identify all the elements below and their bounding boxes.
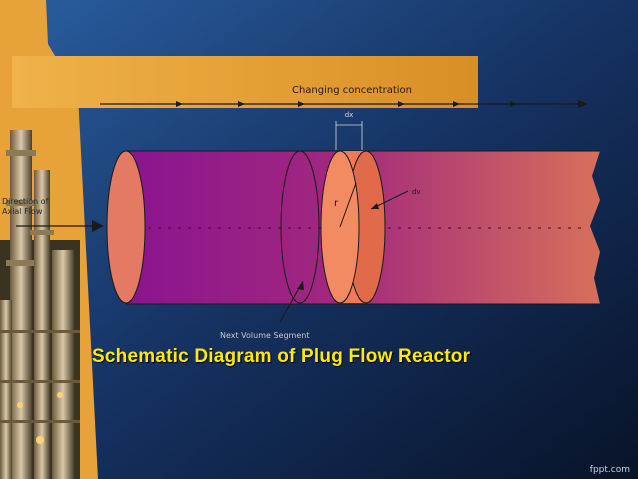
tick-arrow	[298, 101, 305, 107]
tick-arrow	[510, 101, 517, 107]
refinery-image	[0, 130, 80, 479]
flow-arrowhead	[92, 220, 104, 232]
changing-concentration-label: Changing concentration	[292, 85, 412, 96]
tick-arrow	[453, 101, 460, 107]
tick-arrow	[398, 101, 405, 107]
dv-pointer-head	[371, 203, 379, 209]
concentration-arrowhead	[578, 100, 588, 108]
next-volume-segment	[280, 150, 320, 304]
dx-label: dx	[345, 111, 354, 119]
flow-label-line1: Direction of	[2, 197, 49, 206]
radius-label: r	[334, 198, 339, 209]
dv-label: dv	[412, 188, 421, 196]
top-banner	[12, 56, 478, 108]
segment-pointer-head	[297, 281, 304, 290]
pipe-inlet	[106, 150, 146, 304]
flow-label-line2: Axial Flow	[2, 207, 43, 216]
radius-line	[339, 182, 357, 228]
watermark: fppt.com	[589, 465, 630, 475]
slide-caption: Schematic Diagram of Plug Flow Reactor	[92, 346, 471, 367]
tick-arrow	[238, 101, 245, 107]
segment-label: Next Volume Segment	[220, 331, 309, 340]
tick-arrow	[176, 101, 183, 107]
